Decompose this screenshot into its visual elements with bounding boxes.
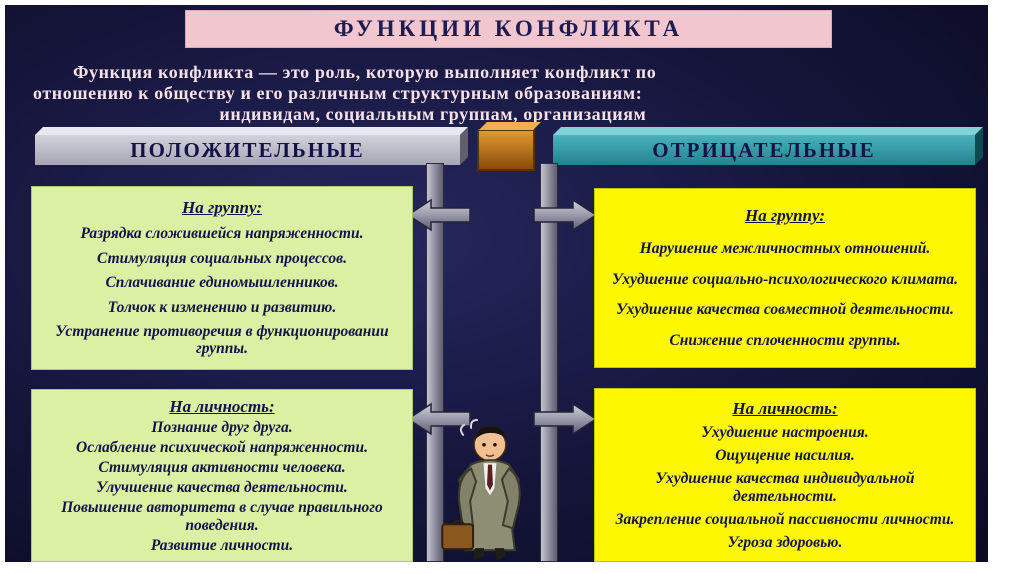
right-vertical-bar (540, 163, 558, 562)
negative-group-title: На группу: (745, 206, 825, 226)
arrow-right-top-icon (533, 198, 597, 232)
positive-group-box: На группу: Разрядка сложившейся напряжен… (31, 186, 413, 370)
definition-line-2: отношению к обществу и его различным стр… (33, 83, 643, 104)
list-item: Закрепление социальной пассивности лично… (615, 510, 955, 528)
definition-paragraph: Функция конфликта — это роль, которую вы… (33, 62, 963, 126)
list-item: Ухудшение социально-психологического кли… (611, 270, 959, 288)
negative-header-label: ОТРИЦАТЕЛЬНЫЕ (652, 137, 876, 162)
positive-person-box: На личность: Познание друг друга. Ослабл… (31, 389, 413, 562)
left-vertical-bar (426, 163, 444, 562)
negative-group-box: На группу: Нарушение межличностных отнош… (594, 188, 976, 368)
center-connector-block (477, 129, 535, 171)
definition-line-1-rest: — это роль, которую выполняет конфликт п… (253, 62, 657, 82)
positive-person-title: На личность: (169, 396, 275, 416)
list-item: Повышение авторитета в случае правильног… (61, 499, 383, 534)
slide-title-text: ФУНКЦИИ КОНФЛИКТА (333, 16, 684, 41)
list-item: Устранение противоречия в функционирован… (55, 323, 389, 358)
positive-header-bar: ПОЛОЖИТЕЛЬНЫЕ (35, 135, 460, 165)
definition-line-3: индивидам, социальным группам, организац… (219, 104, 647, 125)
list-item: Ухудшение качества совместной деятельнос… (616, 301, 954, 319)
list-item: Нарушение межличностных отношений. (639, 239, 931, 257)
arrow-left-bottom-icon (407, 402, 471, 436)
list-item: Развитие личности. (150, 536, 294, 554)
negative-header-bar: ОТРИЦАТЕЛЬНЫЕ (553, 135, 975, 165)
definition-line-1: Функция конфликта — это роль, которую вы… (33, 62, 963, 83)
list-item: Сплачивание единомышленников. (105, 274, 339, 292)
arrow-left-top-icon (407, 198, 471, 232)
negative-person-box: На личность: Ухудшение настроения. Ощуще… (594, 388, 976, 562)
list-item: Угроза здоровью. (727, 533, 843, 551)
arrow-right-bottom-icon (533, 402, 597, 436)
list-item: Стимуляция активности человека. (98, 459, 346, 477)
list-item: Толчок к изменению и развитию. (107, 298, 337, 316)
list-item: Улучшение качества деятельности. (96, 479, 348, 497)
positive-header-label: ПОЛОЖИТЕЛЬНЫЕ (130, 137, 365, 162)
list-item: Ощущение насилия. (715, 447, 855, 465)
confused-businessman-illustration (441, 418, 521, 561)
list-item: Снижение сплоченности группы. (669, 332, 901, 350)
list-item: Стимуляция социальных процессов. (97, 249, 347, 267)
slide-background: ФУНКЦИИ КОНФЛИКТА Функция конфликта — эт… (5, 5, 988, 562)
list-item: Познание друг друга. (151, 419, 293, 437)
list-item: Ослабление психической напряженности. (76, 439, 368, 457)
list-item: Разрядка сложившейся напряженности. (80, 225, 364, 243)
slide-title: ФУНКЦИИ КОНФЛИКТА (185, 10, 832, 48)
list-item: Ухудшение качества индивидуальной деятел… (655, 470, 915, 505)
positive-group-title: На группу: (182, 198, 262, 218)
definition-lead: Функция конфликта (73, 62, 254, 82)
negative-person-title: На личность: (732, 398, 838, 418)
list-item: Ухудшение настроения. (701, 424, 869, 442)
